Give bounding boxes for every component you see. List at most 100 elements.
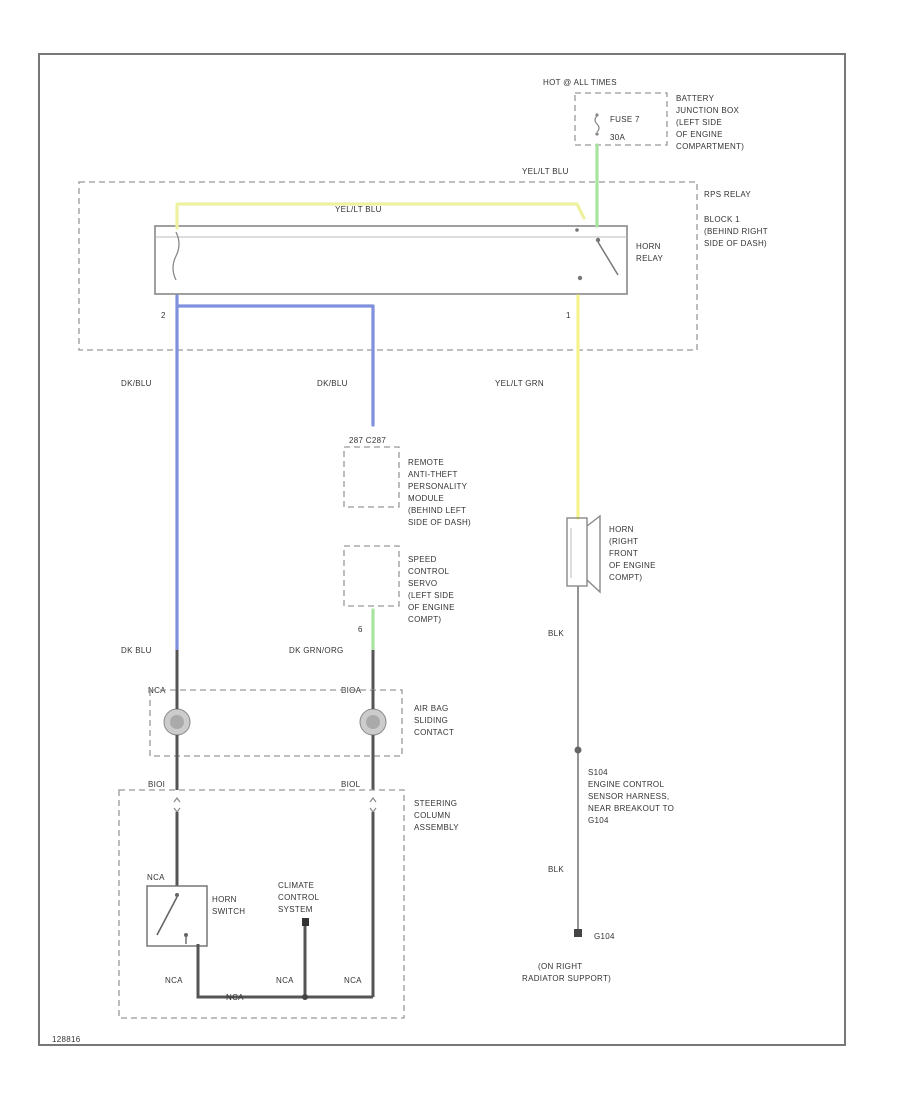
horn-relay-body <box>154 225 628 295</box>
pin-nca-right: NCA <box>344 976 362 985</box>
svg-text:ENGINE CONTROL: ENGINE CONTROL <box>588 780 664 789</box>
splice-label: S104 ENGINE CONTROL SENSOR HARNESS, NEAR… <box>588 768 674 825</box>
svg-text:(BEHIND RIGHT: (BEHIND RIGHT <box>704 227 768 236</box>
ground-label: (ON RIGHT RADIATOR SUPPORT) <box>522 962 611 983</box>
diagram-frame <box>38 53 846 1046</box>
wire-dk-blu-left <box>175 294 375 427</box>
splice-s104 <box>574 746 582 754</box>
relay-switch-symbol <box>575 228 619 281</box>
relay-box-location: BLOCK 1 (BEHIND RIGHT SIDE OF DASH) <box>704 215 768 248</box>
wire-label-yel-blu-inner: YEL/LT BLU <box>335 205 382 214</box>
speed-servo-pin: 6 <box>358 625 363 634</box>
horn-switch-box <box>146 885 208 947</box>
svg-text:OF ENGINE: OF ENGINE <box>676 130 723 139</box>
svg-text:SENSOR HARNESS,: SENSOR HARNESS, <box>588 792 669 801</box>
pin-nca-mid: NCA <box>276 976 294 985</box>
horn-label: HORN (RIGHT FRONT OF ENGINE COMPT) <box>609 525 656 582</box>
steering-column-box <box>118 789 405 1019</box>
svg-text:SYSTEM: SYSTEM <box>278 905 313 914</box>
svg-text:FRONT: FRONT <box>609 549 638 558</box>
svg-text:(RIGHT: (RIGHT <box>609 537 638 546</box>
svg-text:JUNCTION BOX: JUNCTION BOX <box>676 106 740 115</box>
battery-junction-box <box>574 92 668 146</box>
svg-text:HORN: HORN <box>212 895 237 904</box>
svg-text:COLUMN: COLUMN <box>414 811 450 820</box>
svg-text:REMOTE: REMOTE <box>408 458 444 467</box>
wire-label-blk-lower: BLK <box>548 865 564 874</box>
fuse-label: FUSE 7 <box>610 115 640 124</box>
svg-text:S104: S104 <box>588 768 608 777</box>
svg-text:SIDE OF DASH): SIDE OF DASH) <box>704 239 767 248</box>
wire-label-dk-blu-lower: DK BLU <box>121 646 152 655</box>
svg-text:RELAY: RELAY <box>636 254 664 263</box>
fuse-symbol <box>594 113 600 136</box>
wire-label-yel-grn: YEL/LT GRN <box>495 379 544 388</box>
svg-text:SPEED: SPEED <box>408 555 437 564</box>
splice-column <box>302 994 308 1000</box>
svg-text:BATTERY: BATTERY <box>676 94 715 103</box>
svg-text:CONTROL: CONTROL <box>408 567 449 576</box>
clockspring-pin-left-top: NCA <box>148 686 166 695</box>
svg-text:ASSEMBLY: ASSEMBLY <box>414 823 459 832</box>
svg-text:SWITCH: SWITCH <box>212 907 245 916</box>
svg-text:OF ENGINE: OF ENGINE <box>408 603 455 612</box>
svg-text:NEAR BREAKOUT TO: NEAR BREAKOUT TO <box>588 804 674 813</box>
rap-module-box <box>343 446 400 508</box>
pin-nca-center: NCA <box>226 993 244 1002</box>
climate-control-terminal <box>302 918 309 926</box>
svg-text:G104: G104 <box>588 816 609 825</box>
svg-text:RADIATOR SUPPORT): RADIATOR SUPPORT) <box>522 974 611 983</box>
hot-at-all-times-label: HOT @ ALL TIMES <box>543 78 617 87</box>
wire-label-dk-blu-left: DK/BLU <box>121 379 152 388</box>
air-bag-sliding-contact-box <box>149 689 403 757</box>
svg-text:BLOCK 1: BLOCK 1 <box>704 215 740 224</box>
climate-control-label: CLIMATE CONTROL SYSTEM <box>278 881 319 914</box>
svg-text:(LEFT SIDE: (LEFT SIDE <box>408 591 454 600</box>
ground-id: G104 <box>594 932 615 941</box>
wire-label-blk-upper: BLK <box>548 629 564 638</box>
clockspring-contact-left <box>163 708 191 736</box>
svg-text:HORN: HORN <box>609 525 634 534</box>
svg-text:MODULE: MODULE <box>408 494 444 503</box>
rap-module-label: REMOTE ANTI-THEFT PERSONALITY MODULE (BE… <box>408 458 471 527</box>
svg-text:CONTACT: CONTACT <box>414 728 454 737</box>
ground-g104-symbol <box>574 929 582 937</box>
svg-text:PERSONALITY: PERSONALITY <box>408 482 468 491</box>
wire-label-yel-blu-top: YEL/LT BLU <box>522 167 569 176</box>
relay-pin-1: 1 <box>566 311 571 320</box>
svg-text:(LEFT SIDE: (LEFT SIDE <box>676 118 722 127</box>
pin-nca-bottom-left: NCA <box>165 976 183 985</box>
svg-text:SLIDING: SLIDING <box>414 716 448 725</box>
wire-label-dk-grn-org: DK GRN/ORG <box>289 646 344 655</box>
relay-box-title: RPS RELAY <box>704 190 751 199</box>
pin-nca-left: NCA <box>147 873 165 882</box>
horn-relay-label: HORN RELAY <box>636 242 664 263</box>
horn-switch-label: HORN SWITCH <box>212 895 245 916</box>
wire-label-dk-blu-mid: DK/BLU <box>317 379 348 388</box>
clockspring-contact-right <box>359 708 387 736</box>
svg-text:CONTROL: CONTROL <box>278 893 319 902</box>
horn-symbol <box>566 514 601 594</box>
relay-pin-2: 2 <box>161 311 166 320</box>
horn-switch-symbol <box>156 893 188 944</box>
svg-text:SIDE OF DASH): SIDE OF DASH) <box>408 518 471 527</box>
svg-text:OF ENGINE: OF ENGINE <box>609 561 656 570</box>
rap-module-connector: 287 C287 <box>349 436 386 445</box>
speed-servo-label: SPEED CONTROL SERVO (LEFT SIDE OF ENGINE… <box>408 555 455 624</box>
svg-text:COMPT): COMPT) <box>408 615 441 624</box>
fuse-amps: 30A <box>610 133 625 142</box>
relay-coil-symbol <box>172 231 180 281</box>
svg-text:COMPT): COMPT) <box>609 573 642 582</box>
svg-text:(ON RIGHT: (ON RIGHT <box>538 962 582 971</box>
svg-text:STEERING: STEERING <box>414 799 457 808</box>
relay-box <box>78 181 698 351</box>
wire-yel-blu-relay <box>175 202 586 230</box>
svg-text:(BEHIND LEFT: (BEHIND LEFT <box>408 506 466 515</box>
svg-text:AIR BAG: AIR BAG <box>414 704 449 713</box>
steering-column-label: STEERING COLUMN ASSEMBLY <box>414 799 459 832</box>
svg-text:SERVO: SERVO <box>408 579 437 588</box>
clockspring-pin-left-bot: BIOI <box>148 780 165 789</box>
battery-junction-box-location: BATTERY JUNCTION BOX (LEFT SIDE OF ENGIN… <box>676 94 744 151</box>
air-bag-contact-label: AIR BAG SLIDING CONTACT <box>414 704 454 737</box>
